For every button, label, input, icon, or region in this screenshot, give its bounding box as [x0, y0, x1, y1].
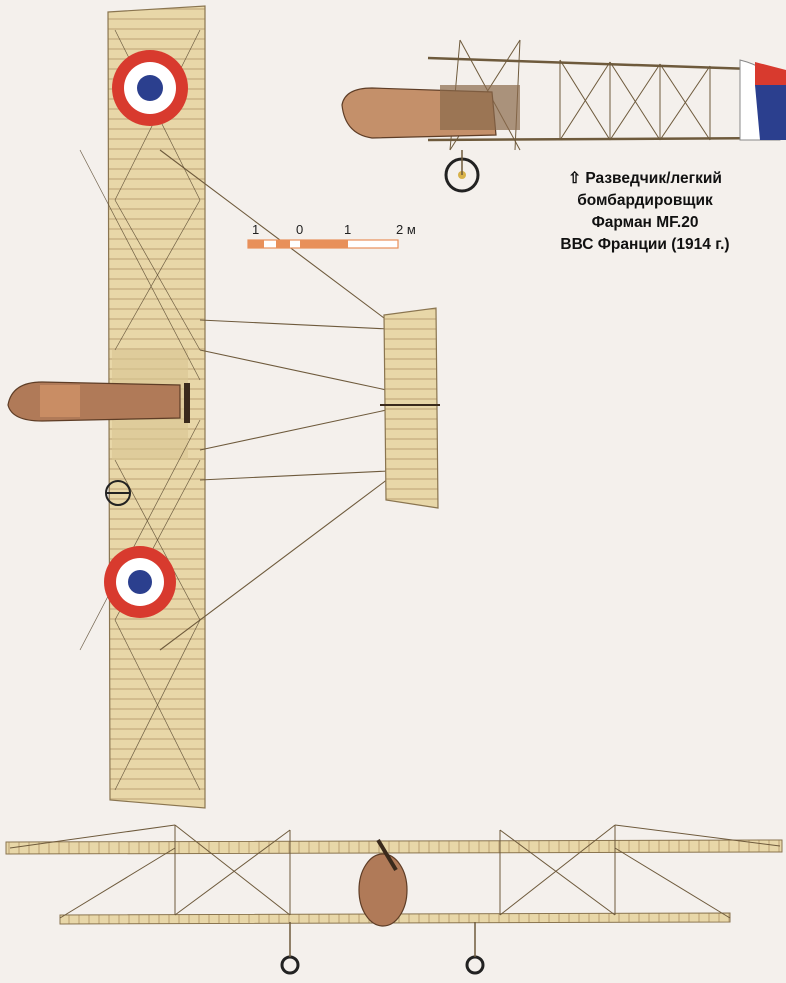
right-wheel [465, 955, 485, 975]
scale-label: 0 [296, 222, 304, 237]
wing-insignia [105, 480, 131, 506]
caption-line-3: Фарман MF.20 [591, 214, 699, 231]
nacelle [7, 381, 181, 422]
propeller-front [376, 838, 398, 872]
upper-wing-front [5, 839, 783, 855]
nacelle-cockpit [40, 385, 80, 417]
tailplane [383, 307, 439, 509]
caption-line-4: ВВС Франции (1914 г.) [560, 236, 730, 253]
rudder-red [755, 62, 786, 85]
rigging-wires [79, 29, 201, 791]
propeller [184, 383, 190, 423]
roundel-lower [104, 546, 176, 618]
engine-side [440, 85, 520, 130]
left-wheel [280, 955, 300, 975]
up-arrow-icon: ⇧ [568, 170, 582, 187]
caption-line-1: ⇧ Разведчик/легкий [568, 170, 722, 187]
roundel-upper [112, 50, 188, 126]
aircraft-caption: ⇧ Разведчик/легкий бомбардировщик Фарман… [520, 168, 770, 256]
nacelle-front [358, 853, 408, 927]
scale-bar [247, 239, 399, 249]
side-view [341, 39, 786, 193]
caption-line-2: бомбардировщик [577, 192, 713, 209]
rudder-blue [755, 85, 786, 140]
scale-label: 1 [344, 222, 352, 237]
front-struts [9, 824, 781, 919]
scale-label: 2 м [396, 222, 416, 237]
scale-label: 1 [252, 222, 260, 237]
front-view [5, 824, 783, 975]
top-view [7, 5, 440, 809]
